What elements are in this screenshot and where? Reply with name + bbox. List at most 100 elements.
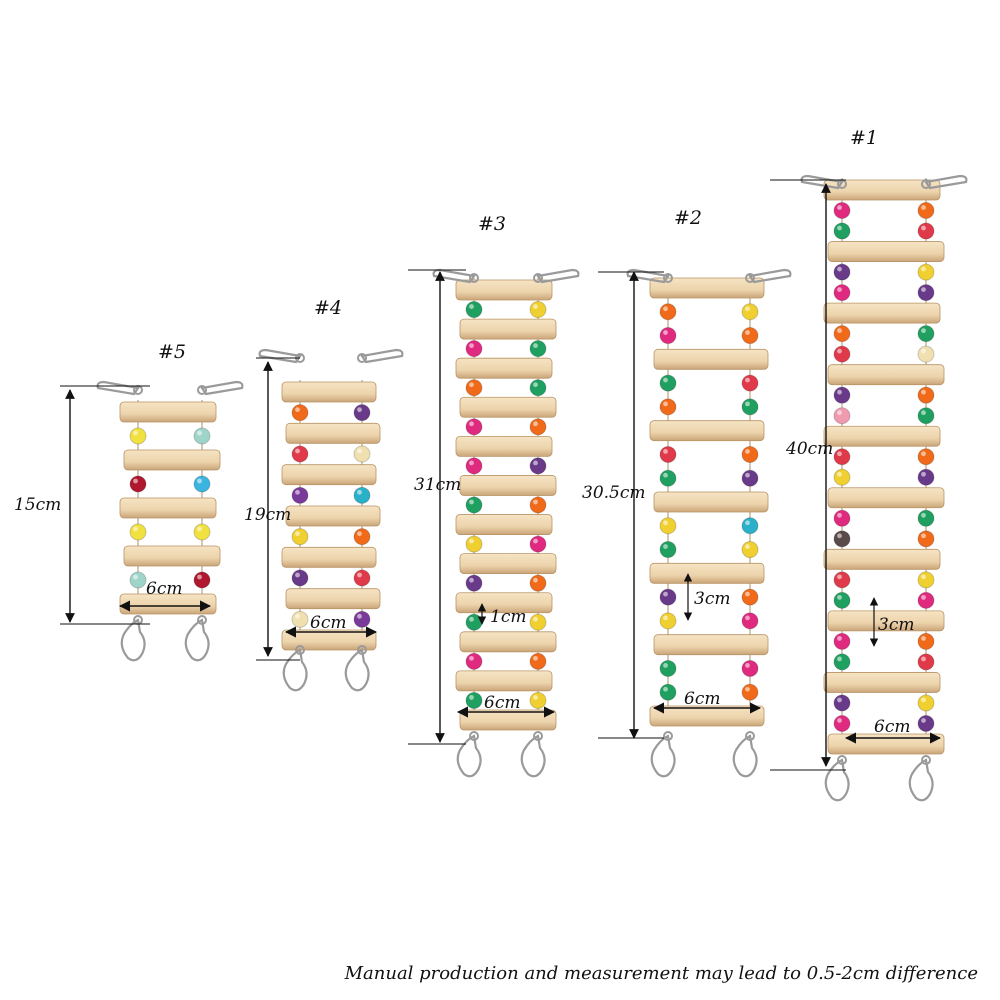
bead-highlight <box>837 656 842 662</box>
bottom-hook-left <box>824 755 850 802</box>
rung <box>455 357 553 379</box>
bead <box>917 202 935 220</box>
bead <box>291 610 309 628</box>
ladder-5-group: #5 15cm 6cm <box>14 341 186 599</box>
rung <box>649 277 765 299</box>
bead <box>529 418 547 436</box>
ladder-2-width-label: 6cm <box>684 689 720 709</box>
bead-highlight <box>295 489 300 495</box>
bead <box>833 448 851 466</box>
ladder-5-label: #5 <box>158 341 186 363</box>
bead-highlight <box>533 382 538 388</box>
bead-highlight <box>921 636 926 641</box>
bead <box>833 284 851 302</box>
ladder-1-group: #1 40cm 6cm 3cm <box>785 127 914 737</box>
bead-highlight <box>921 348 926 354</box>
bead <box>465 613 483 631</box>
bead <box>917 653 935 671</box>
ladder-5 <box>60 380 244 662</box>
bead-highlight <box>745 401 750 407</box>
rung <box>281 464 377 486</box>
bottom-hook-right <box>520 731 546 778</box>
bead <box>917 386 935 404</box>
bead <box>833 591 851 609</box>
ladder-3-group: #3 31cm 6cm 1cm <box>414 213 526 713</box>
bead-highlight <box>533 460 538 466</box>
bead-highlight <box>745 615 750 621</box>
bead <box>129 523 147 541</box>
ladder-3-label: #3 <box>478 213 506 235</box>
bead-highlight <box>745 544 750 549</box>
bead-highlight <box>837 574 842 580</box>
bead <box>917 325 935 343</box>
bead-highlight <box>921 410 926 416</box>
rung <box>455 670 553 692</box>
top-clip-right <box>533 268 580 284</box>
bead <box>193 571 211 589</box>
bottom-hook-left <box>282 645 308 692</box>
bead-highlight <box>745 330 750 335</box>
ladder-5-height-label: 15cm <box>14 495 61 515</box>
bottom-hook-left <box>650 731 676 778</box>
bead-highlight <box>469 577 474 583</box>
bead-highlight <box>837 225 842 231</box>
bead <box>741 517 759 535</box>
bead-highlight <box>469 382 474 388</box>
ladder-1 <box>770 174 968 802</box>
bead-highlight <box>469 304 474 309</box>
bead-highlight <box>533 695 538 700</box>
bead <box>465 652 483 670</box>
bead-highlight <box>197 430 202 436</box>
bead <box>659 445 677 463</box>
bead <box>529 652 547 670</box>
bead-highlight <box>663 663 668 668</box>
bead-highlight <box>295 531 300 537</box>
bead-highlight <box>921 389 926 395</box>
rung <box>459 396 557 418</box>
bead-highlight <box>921 718 926 723</box>
bead-highlight <box>663 306 668 312</box>
bead-highlight <box>469 499 474 505</box>
bottom-hook-right <box>344 645 370 692</box>
bead-highlight <box>837 389 842 395</box>
bead-highlight <box>921 205 926 210</box>
rung <box>459 709 557 731</box>
bead-highlight <box>837 410 842 416</box>
bead-highlight <box>837 471 842 477</box>
bead-highlight <box>663 520 668 526</box>
bead <box>741 327 759 345</box>
top-clip-right <box>197 380 244 396</box>
bead <box>129 427 147 445</box>
bead <box>353 404 371 422</box>
ladder-4 <box>256 348 404 692</box>
rung <box>653 491 769 513</box>
bead-highlight <box>663 544 668 549</box>
ladder-4-group: #4 19cm 6cm <box>244 297 346 633</box>
rung <box>123 545 221 567</box>
bead-highlight <box>837 636 842 641</box>
bead <box>833 632 851 650</box>
bead <box>741 374 759 392</box>
bead <box>741 612 759 630</box>
bead-highlight <box>197 574 202 580</box>
bead-highlight <box>357 489 362 495</box>
bead-highlight <box>745 686 750 692</box>
bead <box>917 714 935 732</box>
bead <box>917 407 935 425</box>
bead-highlight <box>745 306 750 312</box>
bead <box>353 569 371 587</box>
bead-highlight <box>921 574 926 580</box>
bead-highlight <box>469 460 474 466</box>
bead <box>741 445 759 463</box>
bead <box>659 327 677 345</box>
bead <box>193 427 211 445</box>
bead <box>529 535 547 553</box>
bead <box>291 445 309 463</box>
bead <box>465 496 483 514</box>
top-clip-left <box>258 348 305 364</box>
bead-highlight <box>837 328 842 334</box>
bead <box>193 523 211 541</box>
rung <box>455 435 553 457</box>
ladder-4-width-label: 6cm <box>310 613 346 633</box>
bead-highlight <box>197 526 202 532</box>
